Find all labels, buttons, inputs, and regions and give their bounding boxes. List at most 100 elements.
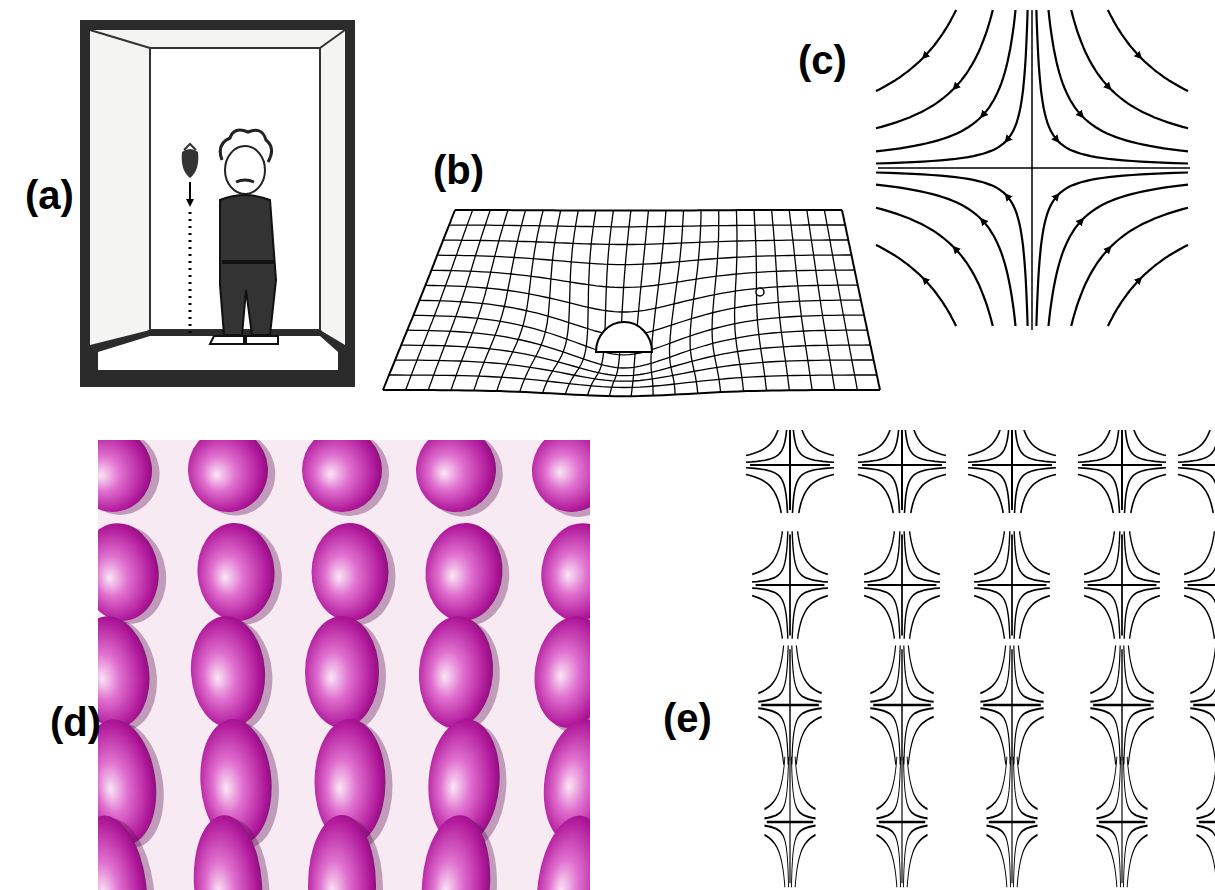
field-line bbox=[746, 468, 788, 513]
field-line bbox=[1017, 757, 1037, 809]
field-line bbox=[1006, 10, 1028, 141]
field-line bbox=[1096, 826, 1120, 888]
field-line bbox=[876, 245, 923, 278]
field-line bbox=[876, 826, 900, 888]
field-line bbox=[876, 173, 1006, 195]
field-line bbox=[1178, 430, 1215, 462]
field-line bbox=[792, 531, 828, 582]
field-line bbox=[905, 468, 947, 513]
field-line bbox=[1127, 835, 1147, 887]
field-line bbox=[923, 10, 956, 58]
axis bbox=[1031, 10, 1033, 330]
ellipsoid bbox=[98, 440, 157, 517]
small-field bbox=[764, 757, 815, 888]
field-line bbox=[1015, 430, 1057, 462]
field-line bbox=[1190, 645, 1215, 693]
field-line bbox=[798, 596, 828, 639]
field-line bbox=[968, 475, 1003, 514]
field-line bbox=[903, 757, 927, 819]
field-line bbox=[1190, 708, 1215, 764]
ellipsoid bbox=[189, 813, 267, 890]
field-line bbox=[1196, 835, 1215, 887]
small-field bbox=[758, 645, 821, 764]
field-line bbox=[911, 475, 946, 514]
ellipsoid bbox=[527, 440, 590, 517]
field-line bbox=[986, 826, 1010, 888]
room bbox=[90, 30, 345, 377]
field-line bbox=[904, 708, 934, 764]
field-line bbox=[799, 430, 834, 456]
field-line bbox=[792, 708, 822, 764]
field-line bbox=[974, 596, 1004, 639]
field-line bbox=[876, 185, 981, 220]
field-line bbox=[1096, 757, 1116, 809]
field-line bbox=[1084, 596, 1114, 639]
field-line bbox=[1127, 757, 1147, 809]
axis bbox=[1011, 649, 1012, 761]
small-field bbox=[1190, 645, 1215, 764]
strawberry bbox=[182, 149, 199, 178]
field-line bbox=[1184, 588, 1215, 639]
field-line bbox=[910, 531, 940, 574]
field-line bbox=[870, 645, 895, 693]
field-line bbox=[864, 531, 900, 582]
field-line bbox=[986, 757, 1006, 809]
field-line bbox=[1190, 645, 1215, 701]
grid-line bbox=[413, 315, 864, 355]
field-line bbox=[752, 588, 788, 639]
field-line bbox=[1184, 531, 1215, 582]
ellipsoid bbox=[415, 614, 497, 731]
small-field bbox=[1096, 757, 1147, 888]
field-line bbox=[908, 645, 933, 693]
field-line bbox=[1090, 708, 1120, 764]
field-line bbox=[1108, 278, 1141, 326]
field-line bbox=[1084, 588, 1120, 639]
field-line bbox=[954, 247, 993, 326]
axis bbox=[789, 535, 791, 636]
axis bbox=[1011, 430, 1013, 510]
grid-line bbox=[588, 211, 614, 396]
field-line bbox=[968, 430, 1010, 462]
field-line bbox=[1178, 430, 1213, 456]
axis bbox=[1188, 584, 1215, 586]
grid-line bbox=[772, 210, 790, 390]
ellipsoid bbox=[528, 611, 590, 732]
small-field bbox=[746, 430, 834, 513]
edge bbox=[90, 30, 150, 48]
field-line bbox=[1128, 717, 1153, 765]
field-line bbox=[752, 596, 782, 639]
grid-line bbox=[383, 210, 455, 390]
axis bbox=[901, 430, 903, 510]
field-line bbox=[908, 717, 933, 765]
field-line bbox=[981, 219, 1015, 326]
field-line bbox=[1058, 141, 1188, 163]
axis bbox=[1011, 761, 1012, 883]
field-line bbox=[752, 531, 782, 574]
field-line bbox=[1131, 430, 1166, 456]
small-field bbox=[858, 430, 946, 513]
test-particle bbox=[756, 288, 764, 296]
field-line bbox=[1083, 117, 1188, 152]
field-line bbox=[746, 430, 781, 456]
axis bbox=[901, 761, 902, 883]
field-line bbox=[1125, 430, 1167, 462]
field-line bbox=[974, 531, 1004, 574]
panel-label: (d) bbox=[50, 702, 101, 742]
grid-line bbox=[712, 210, 720, 392]
grid-line bbox=[437, 255, 851, 265]
field-line bbox=[974, 531, 1010, 582]
person bbox=[210, 130, 278, 344]
field-line bbox=[1015, 468, 1057, 513]
field-line bbox=[764, 757, 788, 819]
field-line bbox=[1078, 475, 1113, 514]
field-line bbox=[1124, 645, 1154, 701]
small-field bbox=[974, 531, 1050, 639]
field-line bbox=[764, 826, 788, 888]
field-line bbox=[903, 826, 927, 888]
axis bbox=[789, 430, 791, 510]
field-line bbox=[798, 531, 828, 574]
grid-line bbox=[389, 375, 877, 388]
field-line bbox=[1014, 588, 1050, 639]
field-line bbox=[796, 717, 821, 765]
small-field bbox=[1178, 430, 1215, 513]
